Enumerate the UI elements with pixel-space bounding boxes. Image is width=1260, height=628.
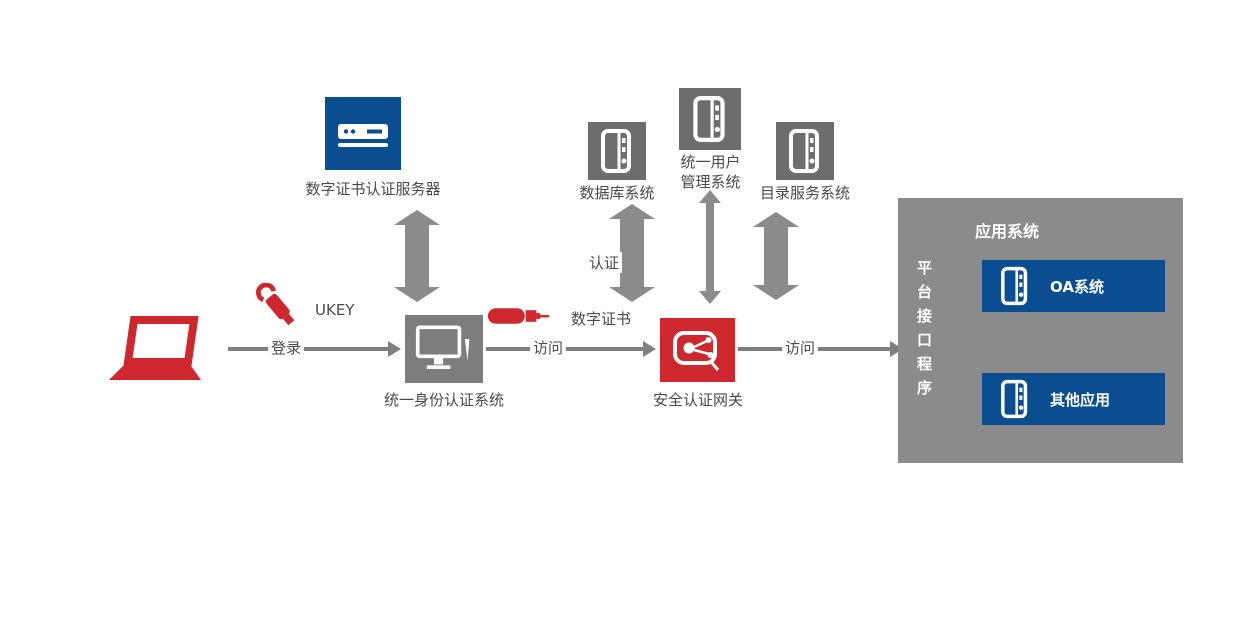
ca-server-node [325, 97, 401, 170]
identity-mgmt-label: 统一用户 管理系统 [673, 152, 748, 193]
gateway-icon [672, 327, 724, 373]
server-tower-icon [691, 95, 729, 143]
directory-node [776, 122, 834, 180]
platform-interface-label: 平台接口程序 [915, 260, 933, 404]
appliance-icon [335, 112, 391, 156]
login-arrow [228, 347, 388, 351]
server-tower-icon [998, 379, 1032, 419]
directory-gateway-arrow [753, 212, 799, 300]
user-laptop-icon [103, 316, 203, 388]
identity-gateway-arrow [699, 190, 721, 304]
server-tower-icon [787, 128, 823, 174]
visit-gateway-label: 访问 [530, 337, 567, 358]
ca-server-label: 数字证书认证服务器 [305, 180, 441, 198]
authentication-label: 认证 [586, 252, 623, 273]
gateway-label: 安全认证网关 [652, 391, 743, 409]
identity-mgmt-node [679, 88, 741, 150]
visit-apps-label: 访问 [782, 337, 819, 358]
identity-mgmt-label-line1: 统一用户 [680, 153, 741, 171]
directory-label: 目录服务系统 [760, 184, 851, 202]
ca-auth-arrow [394, 210, 440, 302]
app-oa-system: OA系统 [982, 260, 1165, 312]
gateway-node [660, 318, 735, 382]
app-oa-label: OA系统 [1050, 277, 1104, 296]
application-systems-panel: 应用系统 平台接口程序 OA系统 [898, 198, 1183, 463]
ukey-label: UKEY [315, 301, 355, 319]
server-tower-icon [998, 266, 1032, 306]
monitor-icon [415, 324, 473, 374]
digital-cert-usb-icon [486, 299, 550, 333]
app-other-label: 其他应用 [1050, 390, 1111, 409]
auth-system-label: 统一身份认证系统 [383, 391, 504, 409]
identity-mgmt-label-line2: 管理系统 [680, 173, 741, 192]
database-label: 数据库系统 [579, 184, 655, 202]
server-tower-icon [599, 128, 635, 174]
database-gateway-arrow [609, 204, 655, 302]
digital-cert-label: 数字证书 [571, 310, 632, 328]
database-node [588, 122, 646, 180]
login-label: 登录 [268, 337, 305, 358]
ukey-icon [252, 283, 306, 333]
apps-panel-title: 应用系统 [975, 222, 1040, 241]
auth-system-node [405, 315, 483, 383]
app-other: 其他应用 [982, 373, 1165, 425]
